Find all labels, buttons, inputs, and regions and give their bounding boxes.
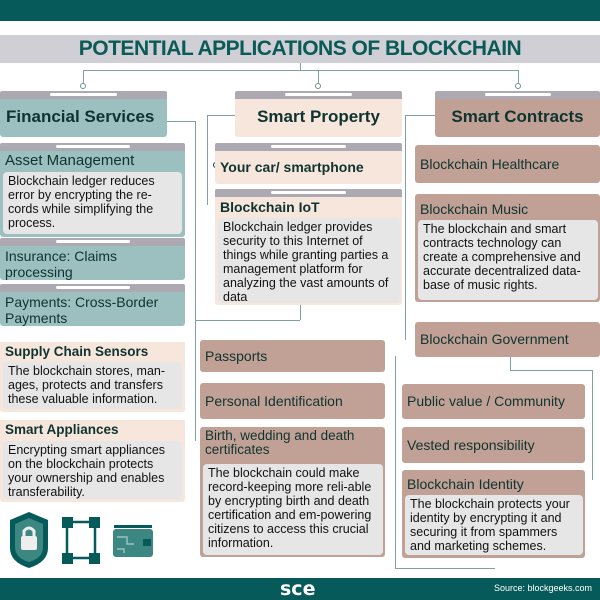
page-title: POTENTIAL APPLICATIONS OF BLOCKCHAIN [0,35,600,63]
connector [592,370,593,480]
blockchain-identity-text: The blockchain protects your identity by… [405,495,583,555]
birth-certificates-text: The blockchain could make record-keeping… [203,464,383,555]
connector-dot [515,83,521,89]
tab-strip [215,189,402,197]
blockchain-government-card: Blockchain Government [415,322,600,357]
connector [207,115,235,116]
tab-strip [215,143,402,151]
personal-identification-card: Personal Identification [200,383,385,419]
chain-blocks-icon [62,517,100,564]
connector [300,303,301,320]
insurance-card: Insurance: Claims processing [0,246,185,280]
passports-card: Passports [200,340,385,372]
sce-logo: sce [280,578,316,600]
connector [510,355,511,370]
connector [395,356,396,568]
your-car-card: Your car/ smartphone [215,151,402,184]
connector-dot [315,83,321,89]
supply-chain-title: Supply Chain Sensors [5,344,149,359]
blockchain-music-text: The blockchain and smart contracts techn… [418,220,598,300]
tab-strip [435,91,600,99]
public-value-card: Public value / Community [402,384,585,419]
payments-card: Payments: Cross-Border Payments [0,292,185,326]
smart-appliances-title: Smart Appliances [5,422,119,437]
connector [83,70,84,83]
tab-strip [0,91,167,99]
supply-chain-text: The blockchain stores, man-ages, protect… [3,362,182,409]
connector [83,70,519,71]
blockchain-identity-title: Blockchain Identity [407,476,524,492]
birth-certificates-title: Birth, wedding and death certificates [205,428,355,457]
blockchain-healthcare-card: Blockchain Healthcare [415,145,600,183]
connector [195,121,196,441]
tab-strip [0,143,185,151]
connector-dot [80,83,86,89]
smart-appliances-text: Encrypting smart appliances on the block… [3,441,182,499]
category-smart-contracts: Smart Contracts [435,99,600,137]
connector [300,63,301,70]
tab-strip [0,284,185,292]
category-financial-services: Financial Services [0,99,167,137]
connector [167,121,195,122]
tab-strip [0,238,185,246]
tab-strip [235,91,402,99]
asset-management-text: Blockchain ledger reduces error by encry… [3,172,182,234]
blockchain-music-title: Blockchain Music [420,201,529,217]
connector [405,115,406,340]
connector [207,115,208,205]
source-credit: Source: blockgeeks.com [493,583,592,593]
asset-management-title: Asset Management [5,152,135,169]
connector [405,115,435,116]
connector [318,70,319,83]
connector [518,70,519,83]
connector [195,320,300,321]
blockchain-iot-title: Blockchain IoT [220,199,320,215]
connector [510,370,592,371]
top-bar [0,0,600,21]
category-smart-property: Smart Property [235,99,402,137]
footer-bar [0,578,600,600]
shield-lock-icon [10,512,48,568]
blockchain-iot-text: Blockchain ledger provides security to t… [218,218,400,304]
connector [395,568,495,569]
digital-wallet-icon [113,525,153,557]
vested-responsibility-card: Vested responsibility [402,427,585,463]
